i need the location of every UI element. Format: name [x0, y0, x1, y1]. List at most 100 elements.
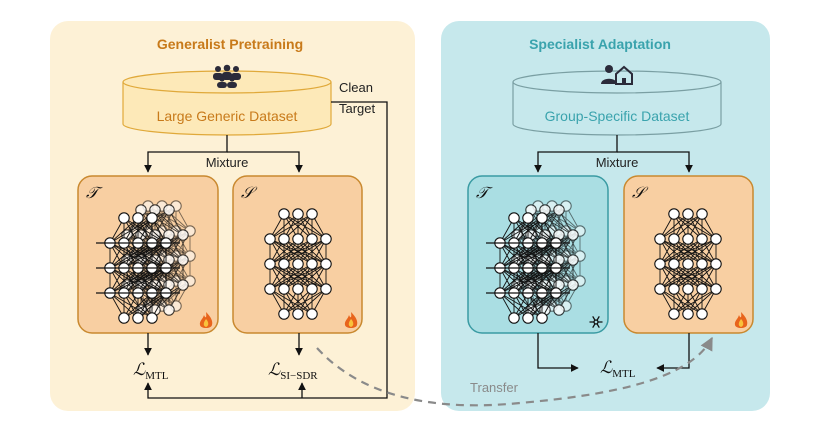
network-node	[278, 308, 290, 320]
network-edge	[109, 242, 139, 269]
network-node	[696, 308, 708, 320]
network-edge	[687, 263, 717, 290]
network-edge	[673, 263, 717, 290]
network-edge	[530, 234, 574, 261]
network-edge	[137, 292, 167, 319]
network-edge	[499, 267, 529, 294]
network-node	[682, 283, 694, 295]
right-loss-mtl: ℒMTL	[600, 358, 636, 380]
network-edge	[137, 242, 167, 269]
network-edge	[516, 209, 560, 236]
fire-icon	[199, 312, 213, 328]
right-mixture-connector	[534, 135, 618, 173]
network-node	[682, 258, 694, 270]
network-edge	[527, 267, 557, 294]
network-edge	[297, 238, 327, 265]
large-generic-dataset-label: Large Generic Dataset	[157, 108, 298, 124]
large-generic-dataset-cylinder	[122, 70, 332, 136]
network-node	[264, 233, 276, 245]
network-edge	[140, 259, 184, 286]
network-node	[668, 208, 680, 220]
network-node	[696, 258, 708, 270]
network-node	[163, 204, 175, 216]
clean-target-connector	[302, 101, 388, 399]
network-node	[278, 208, 290, 220]
network-node	[567, 279, 579, 291]
network-edge	[109, 267, 139, 294]
group-specific-dataset-label: Group-Specific Dataset	[545, 108, 690, 124]
network-edge	[123, 292, 167, 319]
network-node	[536, 212, 548, 224]
network-node	[567, 254, 579, 266]
network-node	[146, 212, 158, 224]
network-edge	[513, 267, 557, 294]
network-node	[306, 208, 318, 220]
network-node	[320, 283, 332, 295]
network-node	[696, 283, 708, 295]
network-edge	[140, 234, 184, 261]
network-node	[177, 279, 189, 291]
network-node	[668, 258, 680, 270]
right-student-network	[654, 208, 722, 320]
right-mixture-label: Mixture	[596, 155, 639, 170]
network-node	[320, 233, 332, 245]
network-edge	[499, 242, 543, 269]
network-edge	[513, 217, 543, 244]
network-node	[710, 233, 722, 245]
network-node	[146, 312, 158, 324]
network-node	[654, 258, 666, 270]
transfer-label: Transfer	[470, 380, 519, 395]
network-edge	[269, 263, 299, 290]
network-edge	[673, 213, 703, 240]
network-edge	[109, 217, 139, 244]
network-node	[696, 233, 708, 245]
network-node	[508, 212, 520, 224]
network-edge	[499, 217, 543, 244]
network-edge	[109, 217, 153, 244]
network-node	[682, 208, 694, 220]
network-node	[132, 312, 144, 324]
left-loss-si-sdr: ℒSI−SDR	[268, 360, 318, 382]
network-edge	[659, 238, 717, 265]
network-node	[668, 233, 680, 245]
network-node	[132, 212, 144, 224]
network-edge	[499, 267, 543, 294]
network-node	[522, 312, 534, 324]
network-edge	[269, 213, 313, 240]
network-edge	[269, 263, 313, 290]
network-node	[118, 212, 130, 224]
left-student-box	[232, 175, 363, 334]
network-node	[320, 258, 332, 270]
network-node	[654, 233, 666, 245]
network-edge	[499, 242, 529, 269]
network-edge	[527, 242, 557, 269]
network-node	[118, 312, 130, 324]
network-edge	[123, 292, 153, 319]
network-edge	[109, 267, 167, 294]
network-edge	[269, 263, 327, 290]
clean-target-label-line2: Target	[339, 101, 376, 116]
network-edge	[283, 288, 313, 315]
network-edge	[673, 288, 703, 315]
network-edge	[530, 284, 574, 311]
network-edge	[283, 238, 327, 265]
right-teacher-network	[486, 200, 586, 324]
network-edge	[283, 263, 327, 290]
network-edge	[269, 238, 299, 265]
network-node	[292, 233, 304, 245]
network-edge	[513, 292, 557, 319]
right-student-output-arrow	[656, 333, 690, 372]
network-node	[306, 283, 318, 295]
network-edge	[123, 267, 167, 294]
network-node	[682, 308, 694, 320]
network-node	[278, 233, 290, 245]
network-node	[508, 312, 520, 324]
network-edge	[659, 213, 703, 240]
network-node	[710, 258, 722, 270]
network-node	[177, 229, 189, 241]
network-edge	[123, 242, 167, 269]
left-loss-mtl: ℒMTL	[133, 360, 169, 382]
network-edge	[109, 242, 153, 269]
network-node	[306, 233, 318, 245]
